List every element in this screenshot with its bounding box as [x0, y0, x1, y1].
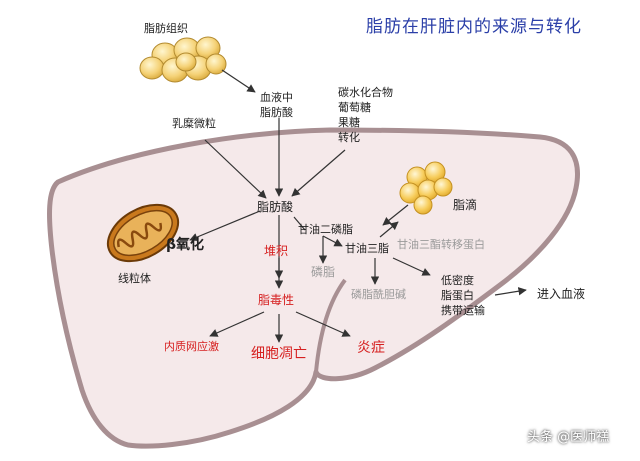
arrows	[189, 69, 527, 343]
label-chylomicron: 乳糜微粒	[172, 117, 216, 130]
label-lipotoxicity: 脂毒性	[258, 293, 295, 307]
label-blood-fatty-acid: 血液中 脂肪酸	[260, 90, 293, 120]
label-phosphatidylcholine: 磷脂酰胆碱	[351, 288, 406, 301]
diagram-title: 脂肪在肝脏内的来源与转化	[366, 17, 582, 37]
label-phospholipid: 磷脂	[311, 265, 336, 279]
label-fatty-acid: 脂肪酸	[257, 200, 294, 214]
label-into-blood: 进入血液	[537, 287, 586, 301]
label-carbohydrate-line3: 果糖	[338, 116, 360, 129]
label-cell-apoptosis: 细胞凋亡	[251, 346, 307, 362]
watermark: 头条 @医师禚	[527, 430, 610, 445]
label-er-stress: 内质网应激	[164, 340, 219, 353]
label-vldl-line1: 低密度	[441, 274, 474, 287]
label-lipid-droplet: 脂滴	[453, 198, 478, 212]
label-triglyceride: 甘油三脂	[345, 242, 389, 255]
label-carbohydrate-line1: 碳水化合物	[338, 86, 393, 99]
label-blood-fatty-acid-line1: 血液中	[260, 91, 293, 104]
label-carbohydrate-line4: 转化	[338, 131, 360, 144]
lipid-droplet-icon	[399, 161, 453, 215]
label-inflammation: 炎症	[357, 340, 385, 356]
label-vldl-line3: 携带运输	[441, 304, 485, 317]
label-adipose-tissue: 脂肪组织	[144, 22, 188, 35]
label-carbohydrate: 碳水化合物 葡萄糖 果糖 转化	[338, 85, 393, 145]
label-vldl-transport: 低密度 脂蛋白 携带运输	[441, 273, 485, 318]
label-beta-oxidation: β氧化	[166, 237, 205, 253]
label-mttp: 甘油三酯转移蛋白	[397, 238, 485, 251]
label-vldl-line2: 脂蛋白	[441, 289, 474, 302]
adipose-tissue-icon	[139, 36, 227, 83]
label-diacylglycerol: 甘油二磷脂	[298, 223, 353, 236]
liver-shape	[47, 127, 580, 449]
label-accumulation: 堆积	[264, 244, 289, 258]
liver-lobe-line	[314, 278, 347, 373]
label-blood-fatty-acid-line2: 脂肪酸	[260, 106, 293, 119]
label-carbohydrate-line2: 葡萄糖	[338, 101, 371, 114]
label-mitochondria: 线粒体	[118, 272, 151, 285]
mitochondrion-icon	[106, 203, 180, 263]
